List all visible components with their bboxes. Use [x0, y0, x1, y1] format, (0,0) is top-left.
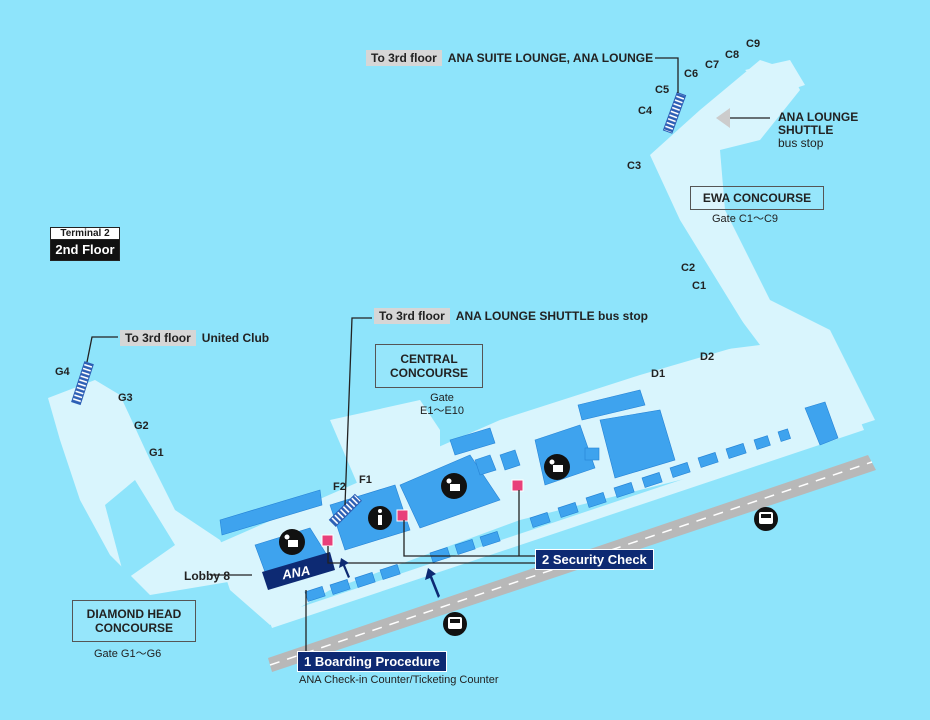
callout-united: To 3rd floor United Club — [120, 330, 269, 346]
baggage-icon — [279, 529, 305, 555]
floor-label: 2nd Floor — [50, 240, 120, 261]
shuttle-stop-line: bus stop — [778, 136, 824, 150]
ewa-gates: Gate C1～C9 — [712, 213, 779, 225]
callout-tag: To 3rd floor — [366, 50, 442, 66]
security-check-marker — [321, 479, 524, 547]
gate-g4: G4 — [55, 366, 70, 378]
roadway-curb — [268, 420, 864, 628]
gate-f1: F1 — [359, 474, 372, 486]
gate-g2: G2 — [134, 420, 149, 432]
escalator-icon — [662, 91, 687, 134]
floor-indicator: Terminal 2 2nd Floor — [50, 227, 120, 261]
gate-c4: C4 — [638, 105, 653, 117]
gate-c3: C3 — [627, 160, 642, 172]
bus-icon — [754, 507, 778, 531]
concourse-name: CONCOURSE — [389, 366, 468, 380]
central-concourse-box[interactable]: CENTRAL CONCOURSE — [375, 344, 483, 388]
gate-c9: C9 — [746, 38, 761, 50]
ewa-concourse-box[interactable]: EWA CONCOURSE — [690, 186, 824, 210]
gates-line: Gate — [430, 392, 454, 404]
courtyard — [690, 305, 760, 350]
diamond-head-concourse-box[interactable]: DIAMOND HEAD CONCOURSE — [72, 600, 196, 642]
shuttle-stop-label: ANA LOUNGE SHUTTLE bus stop — [778, 111, 858, 150]
callout-central-shuttle: To 3rd floor ANA LOUNGE SHUTTLE bus stop — [374, 308, 648, 324]
terminal-label: Terminal 2 — [50, 227, 120, 240]
step-security-check[interactable]: 2 Security Check — [535, 549, 654, 570]
gate-c5: C5 — [655, 84, 670, 96]
entry-arrow — [339, 558, 440, 598]
gate-d1: D1 — [651, 368, 666, 380]
escalator-icon — [71, 361, 94, 406]
baggage-icon — [441, 473, 467, 499]
callout-text: ANA LOUNGE SHUTTLE bus stop — [455, 309, 648, 323]
gate-c7: C7 — [705, 59, 720, 71]
callout-text: ANA SUITE LOUNGE, ANA LOUNGE — [447, 51, 654, 65]
gate-d2: D2 — [700, 351, 715, 363]
ana-checkin-counter[interactable] — [262, 552, 335, 590]
gate-c1: C1 — [692, 280, 707, 292]
gate-f2: F2 — [333, 481, 346, 493]
callout-ewa-lounge: To 3rd floor ANA SUITE LOUNGE, ANA LOUNG… — [366, 50, 653, 66]
callout-text: United Club — [201, 331, 270, 345]
gates-line: E1～E10 — [420, 405, 465, 417]
callout-tag: To 3rd floor — [120, 330, 196, 346]
concourse-name: CONCOURSE — [94, 621, 173, 635]
gate-g3: G3 — [118, 392, 133, 404]
concourse-name: CENTRAL — [400, 352, 458, 366]
gate-c8: C8 — [725, 49, 740, 61]
shuttle-stop-line: SHUTTLE — [778, 123, 834, 137]
concourse-name: DIAMOND HEAD — [86, 607, 182, 621]
boarding-note: ANA Check-in Counter/Ticketing Counter — [299, 674, 499, 686]
central-gates: Gate E1～E10 — [420, 392, 464, 418]
escalator-icon — [328, 493, 362, 527]
bus-icon — [443, 612, 467, 636]
lobby-label: Lobby 8 — [184, 569, 231, 583]
leader-lines — [86, 57, 770, 657]
shuttle-stop-line: ANA LOUNGE — [778, 110, 859, 124]
info-icon — [368, 506, 392, 530]
gate-g1: G1 — [149, 447, 164, 459]
diamond-head-gates: Gate G1～G6 — [94, 648, 162, 660]
gate-c6: C6 — [684, 68, 699, 80]
callout-tag: To 3rd floor — [374, 308, 450, 324]
gate-c2: C2 — [681, 262, 696, 274]
baggage-icon — [544, 454, 570, 480]
step-boarding-procedure[interactable]: 1 Boarding Procedure — [297, 651, 447, 672]
shuttle-stop-arrow — [716, 108, 730, 128]
courtyard — [105, 480, 175, 580]
concourse-name: EWA CONCOURSE — [702, 191, 812, 205]
